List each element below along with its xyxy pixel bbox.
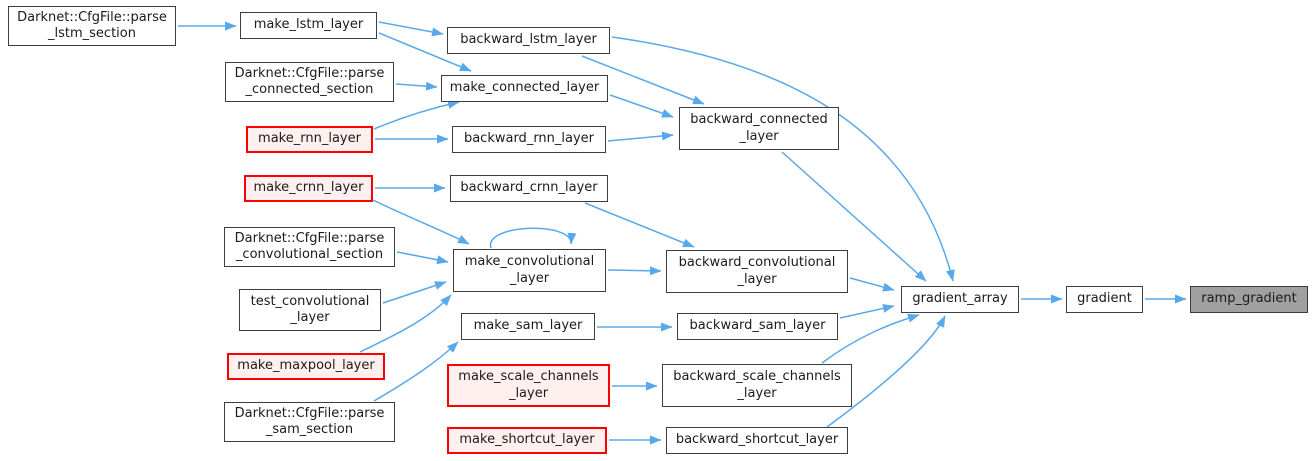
edge-backward-sam-layer-to-gradient-array <box>839 303 895 319</box>
node-label: make_scale_channels _layer <box>458 369 599 401</box>
node-backward-lstm-layer[interactable]: backward_lstm_layer <box>447 27 610 54</box>
node-make-convolutional-layer[interactable]: make_convolutional _layer <box>453 249 606 292</box>
node-make-lstm-layer[interactable]: make_lstm_layer <box>240 12 377 39</box>
node-label: backward_rnn_layer <box>463 131 595 147</box>
node-label: Darknet::CfgFile::parse _convolutional_s… <box>234 230 385 263</box>
node-gradient-array[interactable]: gradient_array <box>901 286 1019 313</box>
edge-parse-sam-section-to-make-sam-layer <box>373 341 459 402</box>
edge-make-convolutional-layer-to-backward-convolutional-layer <box>607 266 662 276</box>
node-label: make_rnn_layer <box>258 131 361 147</box>
node-label: backward_convolutional _layer <box>678 255 836 287</box>
node-label: backward_sam_layer <box>689 318 826 334</box>
node-backward-sam-layer[interactable]: backward_sam_layer <box>677 313 838 340</box>
node-label: backward_shortcut_layer <box>675 432 839 448</box>
node-make-scale-channels-layer[interactable]: make_scale_channels _layer <box>447 364 610 407</box>
edge-parse-convolutional-section-to-make-convolutional-layer <box>396 251 449 265</box>
node-label: backward_scale_channels _layer <box>673 369 841 401</box>
node-backward-scale-channels-layer[interactable]: backward_scale_channels _layer <box>662 364 852 407</box>
node-label: Darknet::CfgFile::parse _lstm_section <box>17 9 167 42</box>
edge-backward-lstm-layer-to-gradient-array <box>611 36 955 282</box>
edge-make-rnn-layer-to-make-connected-layer <box>373 99 460 130</box>
node-label: make_sam_layer <box>473 318 583 334</box>
node-parse-connected-section[interactable]: Darknet::CfgFile::parse _connected_secti… <box>225 62 394 102</box>
edge-backward-rnn-layer-to-backward-connected-layer <box>607 131 674 142</box>
node-label: ramp_gradient <box>1201 291 1297 307</box>
node-label: gradient_array <box>912 291 1008 307</box>
node-parse-sam-section[interactable]: Darknet::CfgFile::parse _sam_section <box>224 402 395 442</box>
node-test-convolutional-layer[interactable]: test_convolutional _layer <box>239 289 381 331</box>
node-make-sam-layer[interactable]: make_sam_layer <box>461 313 595 340</box>
edge-make-lstm-layer-to-backward-lstm-layer <box>378 21 444 37</box>
node-label: make_shortcut_layer <box>459 432 595 448</box>
node-label: make_lstm_layer <box>253 17 364 33</box>
node-label: make_connected_layer <box>449 80 600 96</box>
node-label: make_convolutional _layer <box>464 254 595 286</box>
edge-backward-crnn-layer-to-backward-convolutional-layer <box>584 202 695 248</box>
node-label: backward_crnn_layer <box>460 180 598 196</box>
node-parse-lstm-section[interactable]: Darknet::CfgFile::parse _lstm_section <box>8 6 176 46</box>
node-backward-shortcut-layer[interactable]: backward_shortcut_layer <box>666 427 848 454</box>
node-label: Darknet::CfgFile::parse _connected_secti… <box>234 65 385 98</box>
node-backward-convolutional-layer[interactable]: backward_convolutional _layer <box>666 250 848 293</box>
edge-make-connected-layer-to-backward-connected-layer <box>609 94 674 118</box>
node-parse-convolutional-section[interactable]: Darknet::CfgFile::parse _convolutional_s… <box>224 227 395 267</box>
node-make-shortcut-layer[interactable]: make_shortcut_layer <box>447 427 607 454</box>
node-gradient[interactable]: gradient <box>1066 286 1143 313</box>
node-label: Darknet::CfgFile::parse _sam_section <box>234 405 385 438</box>
node-label: make_maxpool_layer <box>237 358 375 374</box>
node-backward-crnn-layer[interactable]: backward_crnn_layer <box>450 175 608 202</box>
node-ramp-gradient: ramp_gradient <box>1190 286 1308 313</box>
node-backward-connected-layer[interactable]: backward_connected _layer <box>679 107 839 150</box>
node-make-connected-layer[interactable]: make_connected_layer <box>441 75 608 102</box>
edge-make-convolutional-layer-to-make-convolutional-layer <box>490 227 577 249</box>
edge-backward-convolutional-layer-to-gradient-array <box>849 277 895 292</box>
edge-parse-connected-section-to-make-connected-layer <box>395 81 438 91</box>
node-label: gradient <box>1077 291 1132 307</box>
node-label: test_convolutional _layer <box>250 293 370 326</box>
node-backward-rnn-layer[interactable]: backward_rnn_layer <box>452 126 606 153</box>
node-make-maxpool-layer[interactable]: make_maxpool_layer <box>227 353 385 380</box>
node-make-crnn-layer[interactable]: make_crnn_layer <box>244 175 373 202</box>
node-label: backward_lstm_layer <box>460 32 597 48</box>
node-label: make_crnn_layer <box>253 180 364 196</box>
edge-test-convolutional-layer-to-make-convolutional-layer <box>382 281 447 304</box>
node-make-rnn-layer[interactable]: make_rnn_layer <box>246 126 373 153</box>
node-label: backward_connected _layer <box>690 112 828 144</box>
